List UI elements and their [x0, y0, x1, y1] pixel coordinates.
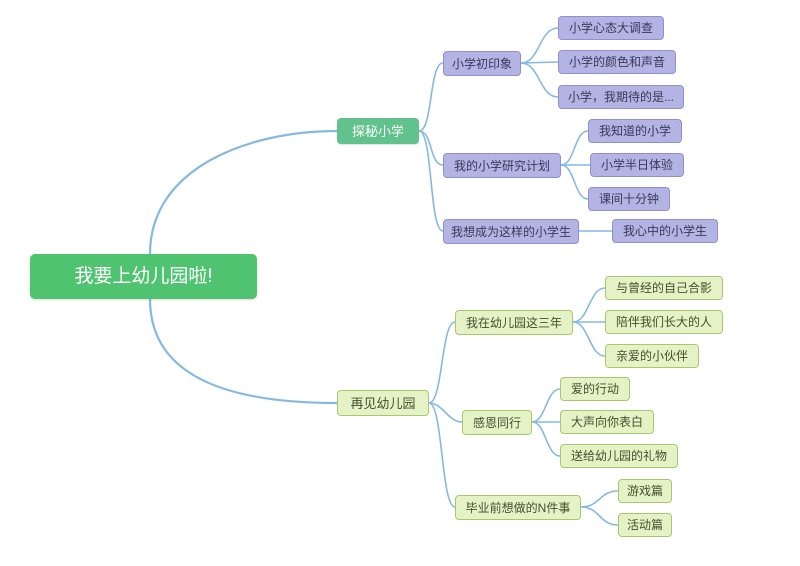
leaf-node[interactable]: 送给幼儿园的礼物	[560, 444, 678, 468]
connector	[520, 27, 559, 64]
leaf-node[interactable]: 亲爱的小伙伴	[605, 344, 699, 368]
leaf-node[interactable]: 小学的颜色和声音	[558, 50, 676, 74]
topic-node[interactable]: 毕业前想做的N件事	[455, 495, 581, 520]
topic-node[interactable]: 我的小学研究计划	[443, 153, 561, 178]
root-node[interactable]: 我要上幼儿园啦!	[30, 254, 257, 299]
connector	[520, 62, 559, 98]
connector	[418, 130, 444, 166]
leaf-node[interactable]: 陪伴我们长大的人	[605, 310, 723, 334]
branch-node[interactable]: 探秘小学	[337, 118, 419, 144]
connector	[428, 321, 456, 404]
leaf-node[interactable]: 与曾经的自己合影	[605, 276, 723, 300]
connector	[531, 388, 561, 423]
connector	[560, 164, 589, 200]
connector	[572, 287, 606, 323]
connector	[580, 506, 619, 526]
branch-node[interactable]: 再见幼儿园	[337, 390, 429, 416]
connector	[580, 490, 619, 508]
leaf-node[interactable]: 活动篇	[618, 513, 672, 537]
topic-node[interactable]: 我想成为这样的小学生	[443, 219, 579, 244]
leaf-node[interactable]: 爱的行动	[560, 377, 630, 401]
connector	[560, 130, 589, 166]
connector-root-branch1	[148, 129, 339, 256]
connector-root-branch2	[148, 297, 339, 405]
leaf-node[interactable]: 我心中的小学生	[612, 219, 718, 243]
connector	[572, 321, 606, 357]
leaf-node[interactable]: 课间十分钟	[588, 187, 670, 211]
topic-node[interactable]: 我在幼儿园这三年	[455, 310, 573, 335]
topic-node[interactable]: 小学初印象	[443, 51, 521, 76]
connector	[531, 421, 561, 457]
connector	[428, 402, 456, 508]
leaf-node[interactable]: 小学，我期待的是...	[558, 85, 684, 109]
connector	[520, 61, 559, 64]
leaf-node[interactable]: 大声向你表白	[560, 410, 654, 434]
connector	[428, 402, 463, 423]
leaf-node[interactable]: 小学半日体验	[590, 153, 684, 177]
connector	[418, 130, 444, 232]
leaf-node[interactable]: 小学心态大调查	[558, 16, 664, 40]
connector	[418, 62, 444, 132]
leaf-node[interactable]: 我知道的小学	[588, 119, 682, 143]
leaf-node[interactable]: 游戏篇	[618, 479, 672, 503]
topic-node[interactable]: 感恩同行	[462, 410, 532, 435]
